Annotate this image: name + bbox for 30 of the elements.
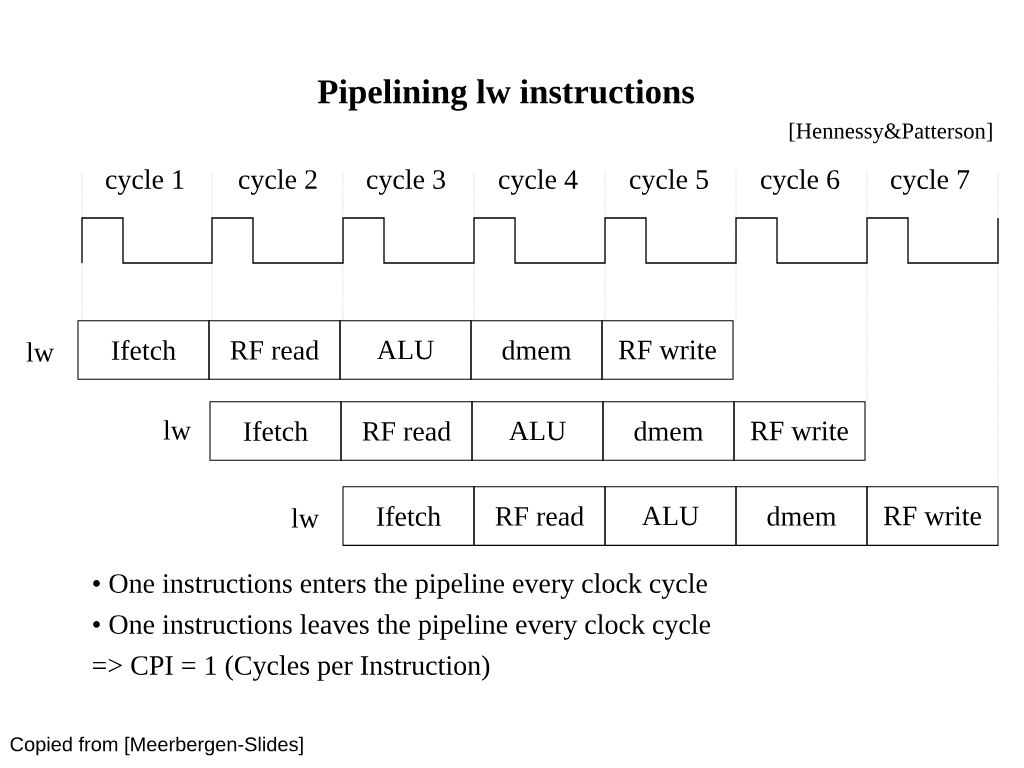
cycle-label: cycle 6 [761, 169, 840, 195]
stage-box: ALU [604, 486, 737, 546]
cycle-label: cycle 2 [239, 169, 317, 195]
cycle-label: cycle 3 [367, 169, 445, 195]
stage-box: RF write [866, 486, 999, 546]
stage-box: ALU [339, 320, 472, 380]
instruction-label: lw [291, 508, 319, 528]
stage-box: RF write [601, 320, 734, 380]
stage-box: Ifetch [209, 401, 342, 461]
stage-box: dmem [602, 401, 735, 461]
cycle-label: cycle 1 [106, 169, 184, 195]
stage-box: RF write [733, 401, 866, 461]
stage-box: Ifetch [77, 320, 210, 380]
bullet-text: • One instructions enters the pipeline every clock cycle [93, 573, 707, 599]
stage-box: dmem [470, 320, 603, 380]
stage-box: RF read [208, 320, 341, 380]
stage-box: RF read [340, 401, 473, 461]
stage-box: RF read [473, 486, 606, 546]
result-text: => CPI = 1 (Cycles per Instruction) [93, 655, 490, 681]
stage-box: ALU [471, 401, 604, 461]
stage-box: Ifetch [342, 486, 475, 546]
citation: [Hennessy&Patterson] [789, 122, 992, 144]
source-note: Copied from [Meerbergen-Slides] [10, 736, 303, 756]
bullet-text: • One instructions leaves the pipeline every clock cycle [93, 614, 711, 640]
cycle-label: cycle 7 [891, 169, 970, 195]
title: Pipelining lw instructions [317, 79, 694, 111]
stage-box: dmem [735, 486, 868, 546]
cycle-label: cycle 5 [630, 169, 708, 195]
cycle-label: cycle 4 [499, 169, 578, 195]
instruction-label: lw [163, 420, 191, 440]
